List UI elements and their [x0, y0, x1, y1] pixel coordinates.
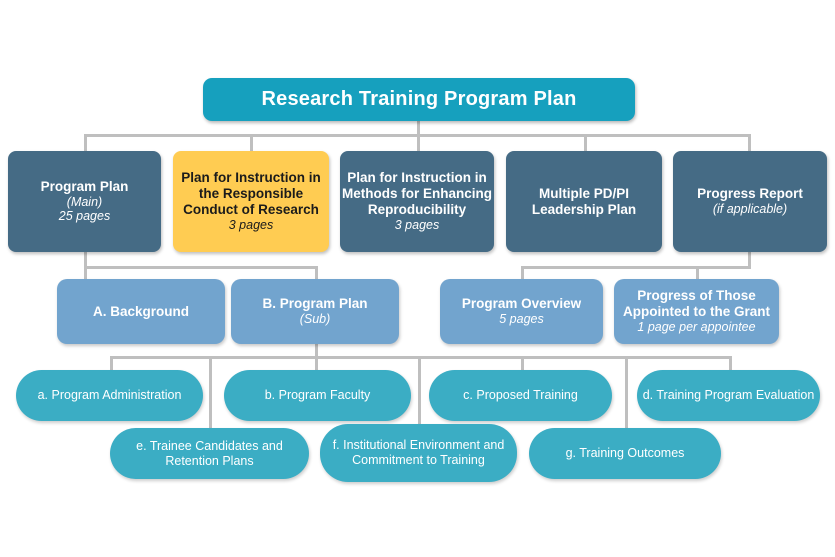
connector-bus-level3-right	[521, 266, 751, 269]
node-label: f. Institutional Environment and Commitm…	[332, 438, 505, 467]
connector-drop-progress-report	[748, 134, 751, 151]
node-b-program-plan-sub[interactable]: B. Program Plan (Sub)	[231, 279, 399, 344]
node-label: Program Plan	[40, 178, 129, 194]
node-e-trainee-candidates-retention-plans[interactable]: e. Trainee Candidates and Retention Plan…	[110, 428, 309, 479]
node-plan-enhancing-reproducibility[interactable]: Plan for Instruction in Methods for Enha…	[340, 151, 494, 252]
connector-drop-program-plan-sub	[315, 266, 318, 279]
node-a-background[interactable]: A. Background	[57, 279, 225, 344]
connector-drop-progress-appointed	[696, 266, 699, 279]
node-label: Progress Report	[697, 186, 803, 202]
node-label: b. Program Faculty	[264, 388, 371, 403]
connector-stem-program-plan-down	[84, 252, 87, 268]
node-sublabel: 1 page per appointee	[637, 320, 756, 335]
node-pages: 3 pages	[228, 218, 274, 232]
connector-drop-c-proposed-training	[521, 356, 524, 370]
connector-stem-program-plan-sub-down	[315, 344, 318, 358]
connector-drop-background	[84, 266, 87, 279]
node-b-program-faculty[interactable]: b. Program Faculty	[224, 370, 411, 421]
connector-drop-program-plan	[84, 134, 87, 151]
node-a-program-administration[interactable]: a. Program Administration	[16, 370, 203, 421]
node-c-proposed-training[interactable]: c. Proposed Training	[429, 370, 612, 421]
node-label: B. Program Plan	[262, 296, 368, 312]
node-label: c. Proposed Training	[463, 388, 578, 403]
connector-drop-a-program-administration	[110, 356, 113, 370]
node-sublabel: 5 pages	[499, 312, 544, 327]
connector-drop-rcr	[250, 134, 253, 151]
node-multiple-pd-pi-leadership-plan[interactable]: Multiple PD/PI Leadership Plan	[506, 151, 662, 252]
node-progress-report[interactable]: Progress Report (if applicable)	[673, 151, 827, 252]
connector-drop-reproducibility	[417, 134, 420, 151]
connector-drop-program-overview	[521, 266, 524, 279]
node-label: A. Background	[92, 303, 189, 319]
node-label: Research Training Program Plan	[261, 87, 577, 110]
node-sublabel: (Main)	[66, 194, 103, 209]
node-pages: 25 pages	[58, 209, 111, 224]
connector-drop-leadership	[584, 134, 587, 151]
node-f-institutional-environment-commitment[interactable]: f. Institutional Environment and Commitm…	[320, 424, 517, 482]
connector-root-stem	[417, 121, 420, 136]
node-sublabel: (Sub)	[299, 312, 331, 327]
node-sublabel: (if applicable)	[712, 202, 788, 217]
connector-drop-g-training-outcomes	[625, 356, 628, 428]
node-plan-responsible-conduct-of-research[interactable]: Plan for Instruction in the Responsible …	[173, 151, 329, 252]
connector-drop-e-trainee-candidates	[209, 356, 212, 428]
node-label: Plan for Instruction in the Responsible …	[181, 170, 321, 218]
connector-drop-d-training-evaluation	[729, 356, 732, 370]
connector-drop-f-institutional-environment	[418, 356, 421, 428]
node-program-plan[interactable]: Program Plan (Main) 25 pages	[8, 151, 161, 252]
node-d-training-program-evaluation[interactable]: d. Training Program Evaluation	[637, 370, 820, 421]
node-g-training-outcomes[interactable]: g. Training Outcomes	[529, 428, 721, 479]
node-label: Plan for Instruction in Methods for Enha…	[342, 170, 492, 218]
connector-bus-subsections	[110, 356, 732, 359]
node-label: e. Trainee Candidates and Retention Plan…	[136, 438, 283, 468]
node-label: Program Overview	[461, 296, 582, 312]
connector-bus-level3-left	[84, 266, 318, 269]
node-label: Progress of Those Appointed to the Grant	[623, 288, 770, 320]
node-progress-of-those-appointed[interactable]: Progress of Those Appointed to the Grant…	[614, 279, 779, 344]
node-program-overview[interactable]: Program Overview 5 pages	[440, 279, 603, 344]
node-root-research-training-program-plan[interactable]: Research Training Program Plan	[203, 78, 635, 121]
connector-drop-b-program-faculty	[315, 356, 318, 370]
node-pages: 3 pages	[394, 218, 440, 232]
node-label: a. Program Administration	[37, 388, 182, 403]
node-label: Multiple PD/PI Leadership Plan	[531, 185, 637, 217]
node-label: g. Training Outcomes	[565, 446, 685, 461]
node-label: d. Training Program Evaluation	[642, 388, 815, 403]
connector-stem-progress-report-down	[748, 252, 751, 268]
